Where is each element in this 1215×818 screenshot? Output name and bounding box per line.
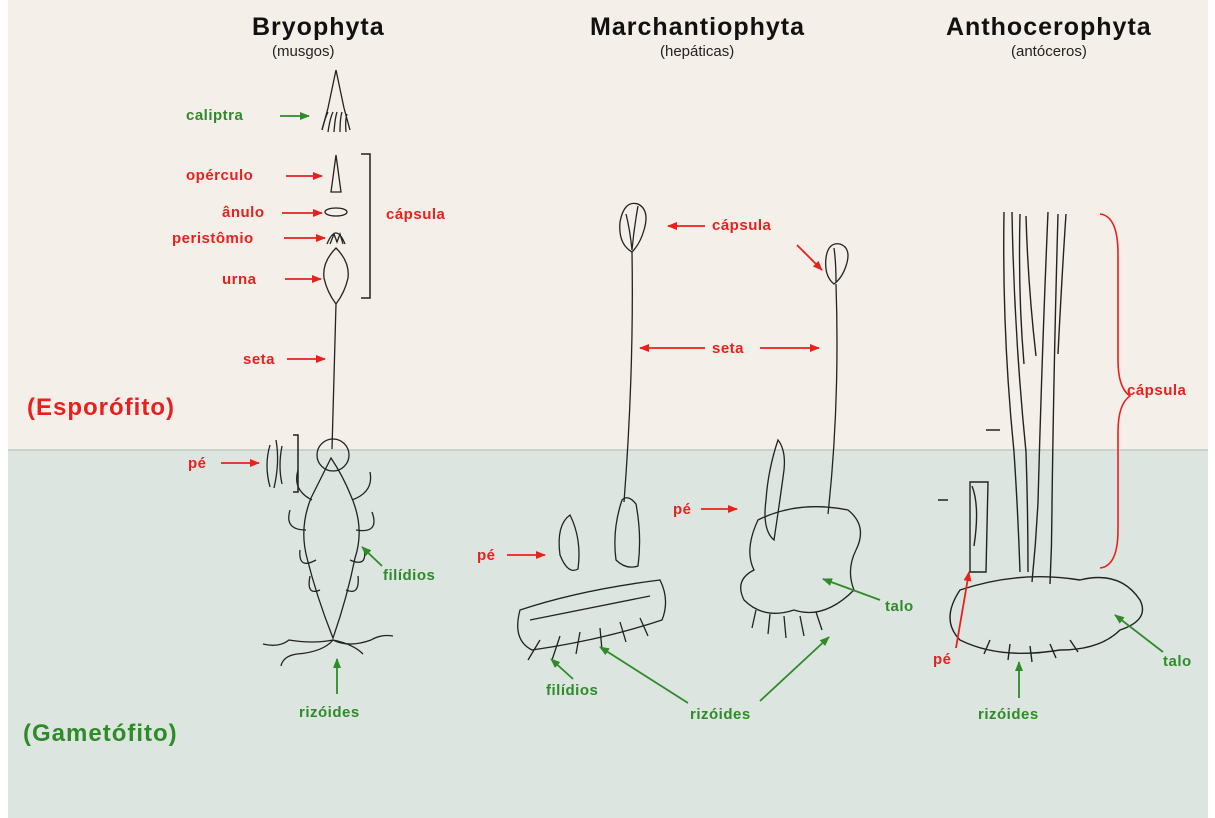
label-pe-hornwort: pé	[933, 652, 952, 667]
label-talo-hornwort: talo	[1163, 654, 1192, 669]
group-title-bryophyta: Bryophyta	[252, 15, 385, 40]
group-title-anthocerophyta: Anthocerophyta	[946, 15, 1152, 40]
label-capsula-moss: cápsula	[386, 207, 445, 222]
phase-label-gametophyte: (Gametófito)	[23, 722, 178, 746]
label-pe-moss: pé	[188, 456, 207, 471]
moss-drawing	[263, 70, 393, 666]
label-peristomio: peristômio	[172, 231, 254, 246]
hornwort-capsule-brace	[1100, 214, 1130, 568]
label-filidios-liverwort: filídios	[546, 683, 598, 698]
group-subtitle-antoceros: (antóceros)	[1011, 44, 1087, 59]
hornwort-drawing	[938, 212, 1143, 662]
arrow-rizoides-liverwort-right	[760, 637, 829, 701]
arrow-talo-hornwort	[1115, 615, 1163, 652]
label-filidios-moss: filídios	[383, 568, 435, 583]
phase-label-sporophyte: (Esporófito)	[27, 396, 175, 420]
label-rizoides-hornwort: rizóides	[978, 707, 1039, 722]
label-anulo: ânulo	[222, 205, 265, 220]
label-caliptra: caliptra	[186, 108, 243, 123]
label-pe-liverwort-right: pé	[673, 502, 692, 517]
label-rizoides-liverwort: rizóides	[690, 707, 751, 722]
label-capsula-hornwort: cápsula	[1127, 383, 1186, 398]
moss-brackets	[293, 154, 370, 492]
label-urna: urna	[222, 272, 257, 287]
group-subtitle-musgos: (musgos)	[272, 44, 335, 59]
liverwort-drawing	[518, 203, 861, 660]
label-rizoides-moss: rizóides	[299, 705, 360, 720]
arrow-capsula-liverwort-right	[797, 245, 822, 270]
label-talo-liverwort: talo	[885, 599, 914, 614]
label-pe-liverwort-left: pé	[477, 548, 496, 563]
label-capsula-liverwort: cápsula	[712, 218, 771, 233]
label-seta-moss: seta	[243, 352, 275, 367]
arrow-pe-hornwort	[956, 572, 969, 648]
label-seta-liverwort: seta	[712, 341, 744, 356]
group-title-marchantiophyta: Marchantiophyta	[590, 15, 805, 40]
label-operculo: opérculo	[186, 168, 253, 183]
arrow-rizoides-liverwort-left	[600, 647, 688, 703]
arrow-filidios-liverwort	[551, 659, 573, 679]
group-subtitle-hepaticas: (hepáticas)	[660, 44, 734, 59]
